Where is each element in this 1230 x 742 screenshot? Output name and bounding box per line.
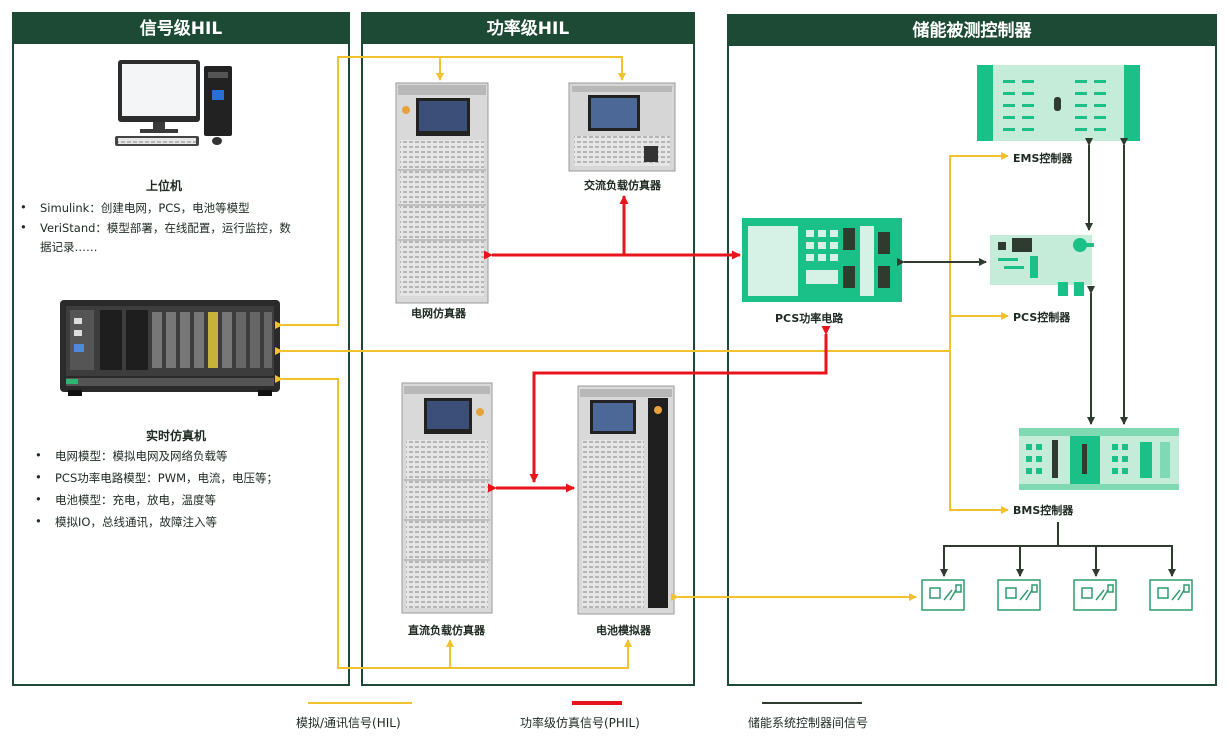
battery-simulator-label: 电池模拟器 xyxy=(596,624,651,637)
controller-signal-lines xyxy=(897,138,1176,577)
realtime-simulator-icon xyxy=(60,300,280,396)
realtime-item-2: PCS功率电路模型：PWM，电流，电压等； xyxy=(35,470,278,486)
pcs-power-circuit-icon xyxy=(742,218,902,302)
host-pc-title: 上位机 xyxy=(146,179,183,193)
ac-load-label: 交流负载仿真器 xyxy=(584,179,661,192)
bms-controller-label: BMS控制器 xyxy=(1013,504,1074,517)
legend-phil-label: 功率级仿真信号(PHIL) xyxy=(520,716,640,730)
host-pc-icon xyxy=(115,60,232,146)
battery-module-1-icon xyxy=(921,579,965,611)
realtime-title: 实时仿真机 xyxy=(146,429,207,443)
ac-load-simulator-icon xyxy=(568,82,676,172)
power-hil-title: 功率级HIL xyxy=(363,14,693,44)
realtime-item-1: 电网模型：模拟电网及网络负载等 xyxy=(35,448,227,464)
legend-ctrl-label: 储能系统控制器间信号 xyxy=(748,716,869,730)
legend-hil-label: 模拟/通讯信号(HIL) xyxy=(296,716,401,730)
phil-line-pcs-down xyxy=(529,326,831,483)
battery-module-3-icon xyxy=(1073,579,1117,611)
ctrl-line-bms-modules xyxy=(940,522,1059,577)
bms-controller-icon xyxy=(1019,428,1179,490)
battery-module-4-icon xyxy=(1149,579,1193,611)
dc-load-simulator-icon xyxy=(401,382,493,614)
grid-simulator-label: 电网仿真器 xyxy=(411,307,466,320)
ems-controller-label: EMS控制器 xyxy=(1013,152,1073,165)
ctrl-line-module-4 xyxy=(1058,545,1176,577)
realtime-item-3: 电池模型：充电，放电，温度等 xyxy=(35,492,216,508)
host-pc-line-2a: VeriStand：模型部署，在线配置，运行监控，数 xyxy=(20,220,291,236)
pcs-controller-icon xyxy=(990,235,1094,296)
pcs-controller-label: PCS控制器 xyxy=(1013,311,1071,324)
host-pc-line-2b: 据记录…… xyxy=(40,240,98,254)
controller-title: 储能被测控制器 xyxy=(729,16,1215,46)
battery-module-2-icon xyxy=(997,579,1041,611)
realtime-item-4: 模拟IO，总线通讯，故障注入等 xyxy=(35,514,217,530)
ems-controller-icon xyxy=(977,65,1140,141)
signal-hil-title: 信号级HIL xyxy=(14,14,348,44)
dc-load-label: 直流负载仿真器 xyxy=(408,624,485,637)
battery-simulator-icon xyxy=(577,385,675,615)
hil-line-bottom xyxy=(275,375,632,669)
battery-module-icons xyxy=(921,579,1193,611)
pcs-power-circuit-label: PCS功率电路 xyxy=(775,312,844,325)
host-pc-line-1: Simulink：创建电网，PCS，电池等模型 xyxy=(20,200,250,216)
phil-power-lines xyxy=(484,195,831,493)
hil-line-bms-branch xyxy=(949,351,1009,514)
grid-simulator-icon xyxy=(395,82,489,304)
